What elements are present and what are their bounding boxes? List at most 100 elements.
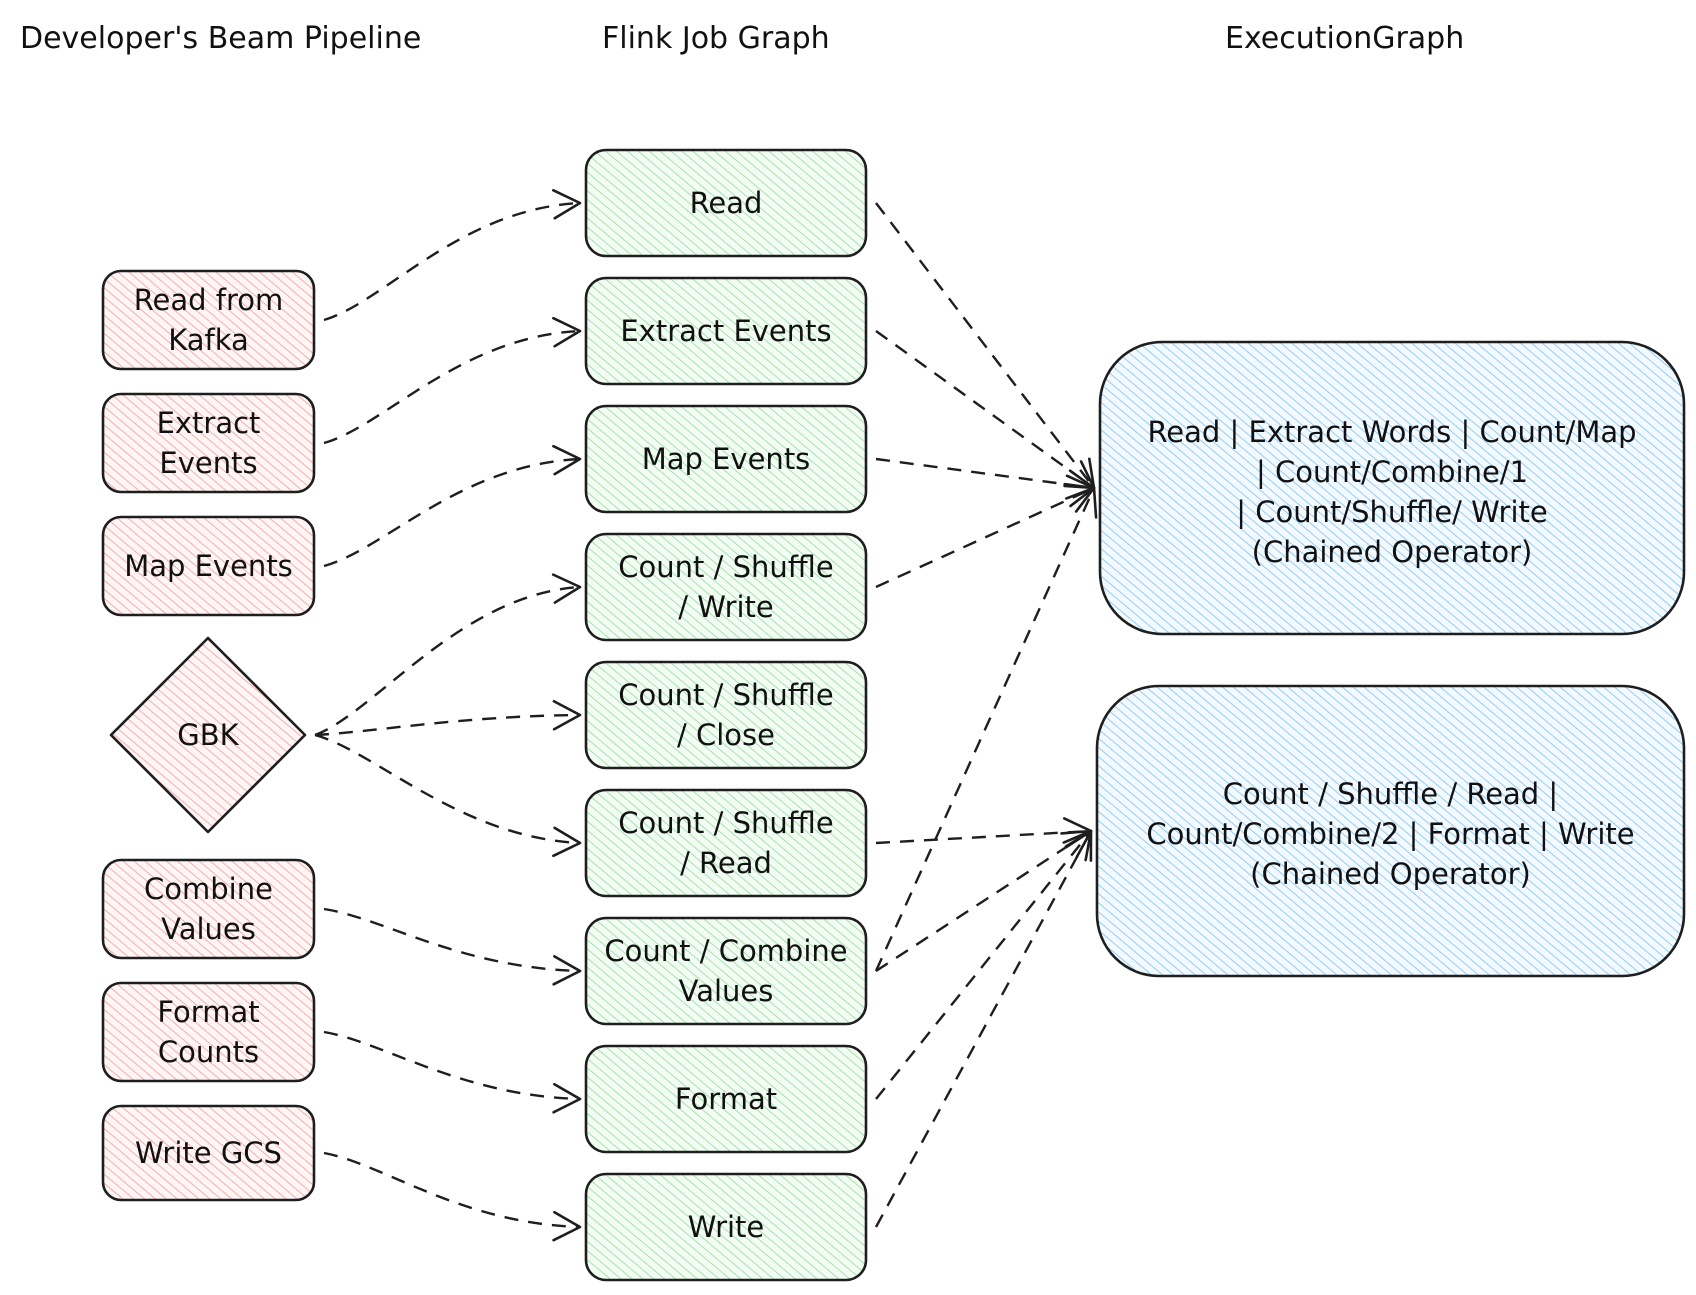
flink-node-box: [584, 404, 868, 514]
edge-beam-map-events-to-flink-map-events[interactable]: [323, 444, 582, 568]
edge-beam-read-kafka-to-flink-read[interactable]: [323, 188, 582, 322]
beam-node-write-gcs-line-1: Write GCS: [135, 1136, 282, 1170]
beam-node-combine-values-line-1: Combine: [144, 872, 273, 906]
flink-node-map-events-line-1: Map Events: [642, 442, 811, 476]
edge-line: [323, 907, 581, 973]
edge-line: [875, 829, 1092, 973]
edge-arrowhead: [552, 316, 582, 348]
edge-line: [875, 829, 1092, 845]
edge-line: [323, 457, 581, 568]
beam-node-box: [101, 1104, 316, 1202]
edge-flink-count-shuffle-read-to-exec-chain-2[interactable]: [875, 817, 1093, 848]
beam-node-format-counts-line-2: Counts: [158, 1035, 259, 1069]
edge-line: [323, 329, 581, 445]
beam-node-box: [101, 392, 316, 494]
edge-arrowhead: [552, 955, 582, 986]
edge-beam-write-gcs-to-flink-write[interactable]: [323, 1151, 582, 1242]
exec-node-box: [1095, 684, 1686, 978]
flink-node-count-combine-values-line-2: Values: [679, 974, 774, 1008]
flink-node-count-combine-values-line-1: Count / Combine: [604, 934, 847, 968]
edge-line: [875, 457, 1095, 490]
exec-node-chain-2[interactable]: Count / Shuffle / Read | Count/Combine/2 …: [1095, 684, 1686, 978]
edge-line: [875, 486, 1095, 589]
beam-node-box: [101, 981, 316, 1083]
flink-node-count-shuffle-close-line-1: Count / Shuffle: [618, 678, 833, 712]
beam-node-shape: [109, 636, 307, 834]
edge-flink-read-to-exec-chain-1[interactable]: [875, 202, 1096, 490]
edge-beam-gbk-to-flink-count-shuffle-close[interactable]: [314, 699, 582, 737]
beam-node-box: [101, 269, 316, 371]
edge-flink-format-to-exec-chain-2[interactable]: [875, 829, 1093, 1100]
edge-arrowhead: [552, 826, 582, 858]
edge-arrowhead: [551, 573, 582, 604]
edge-beam-format-counts-to-flink-format[interactable]: [323, 1030, 582, 1114]
beam-node-read-kafka-line-1: Read from: [134, 283, 284, 317]
exec-node-box: [1098, 340, 1686, 636]
flink-node-count-shuffle-write-line-2: / Write: [678, 590, 774, 624]
edge-line: [875, 830, 1092, 1100]
edge-beam-gbk-to-flink-count-shuffle-write[interactable]: [314, 573, 582, 737]
edge-arrowhead: [552, 699, 582, 731]
flink-node-write[interactable]: Write: [584, 1172, 868, 1282]
beam-node-write-gcs[interactable]: Write GCS: [101, 1104, 316, 1202]
beam-node-combine-values-line-2: Values: [161, 912, 256, 946]
flink-node-format[interactable]: Format: [584, 1044, 868, 1154]
flink-node-count-shuffle-close[interactable]: Count / Shuffle/ Close: [584, 660, 868, 770]
edge-line: [875, 330, 1095, 489]
edge-line: [323, 1030, 581, 1101]
edge-line: [323, 201, 581, 322]
flink-node-count-shuffle-read[interactable]: Count / Shuffle/ Read: [584, 788, 868, 898]
beam-node-map-events-line-1: Map Events: [124, 549, 293, 583]
edge-line: [323, 1151, 581, 1229]
column-title-exec: ExecutionGraph: [1225, 21, 1464, 56]
edge-flink-count-shuffle-write-to-exec-chain-1[interactable]: [875, 484, 1096, 589]
edge-line: [314, 713, 581, 737]
edge-line: [314, 733, 581, 845]
edge-beam-extract-events-to-flink-extract-events[interactable]: [323, 316, 582, 445]
beam-node-format-counts-line-1: Format: [157, 995, 259, 1029]
beam-node-read-kafka-line-2: Kafka: [168, 323, 249, 357]
exec-node-chain-2-line-2: Count/Combine/2 | Format | Write: [1146, 817, 1634, 851]
edges-layer: [314, 188, 1098, 1242]
edge-arrowhead: [1064, 829, 1093, 862]
flink-node-extract-events[interactable]: Extract Events: [584, 276, 868, 386]
flink-node-count-shuffle-read-line-2: / Read: [680, 846, 772, 880]
beam-node-extract-events-line-2: Events: [159, 446, 257, 480]
flink-node-box: [584, 1172, 868, 1282]
edge-arrowhead: [552, 1082, 582, 1114]
flink-node-extract-events-line-1: Extract Events: [620, 314, 831, 348]
edge-beam-gbk-to-flink-count-shuffle-read[interactable]: [314, 733, 582, 858]
flink-node-box: [584, 276, 868, 386]
edge-line: [874, 830, 1093, 1228]
beam-node-map-events[interactable]: Map Events: [101, 515, 316, 617]
exec-node-chain-2-line-1: Count / Shuffle / Read |: [1223, 777, 1558, 811]
edge-flink-count-combine-values-to-exec-chain-1[interactable]: [874, 486, 1098, 972]
exec-node-chain-1[interactable]: Read | Extract Words | Count/Map | Count/…: [1098, 340, 1686, 636]
exec-node-chain-1-line-2: | Count/Combine/1: [1256, 455, 1528, 489]
flink-node-box: [584, 1044, 868, 1154]
beam-node-gbk[interactable]: GBK: [109, 636, 307, 834]
edge-arrowhead: [552, 444, 582, 476]
column-title-flink: Flink Job Graph: [602, 21, 830, 56]
edge-arrowhead: [552, 1210, 582, 1242]
column-title-beam: Developer's Beam Pipeline: [20, 21, 421, 56]
exec-node-chain-2-line-3: (Chained Operator): [1250, 857, 1531, 891]
flink-node-read[interactable]: Read: [584, 148, 868, 258]
edge-line: [874, 487, 1096, 972]
exec-node-chain-1-line-3: | Count/Shuffle/ Write: [1236, 495, 1547, 529]
exec-node-chain-1-line-4: (Chained Operator): [1252, 535, 1533, 569]
edge-beam-combine-values-to-flink-count-combine-values[interactable]: [323, 907, 582, 986]
flink-node-box: [584, 148, 868, 258]
flink-node-count-shuffle-write[interactable]: Count / Shuffle/ Write: [584, 532, 868, 642]
flink-node-box: [584, 916, 868, 1026]
edge-flink-write-to-exec-chain-2[interactable]: [874, 829, 1093, 1228]
flink-node-map-events[interactable]: Map Events: [584, 404, 868, 514]
exec-node-chain-1-line-1: Read | Extract Words | Count/Map: [1147, 415, 1636, 449]
